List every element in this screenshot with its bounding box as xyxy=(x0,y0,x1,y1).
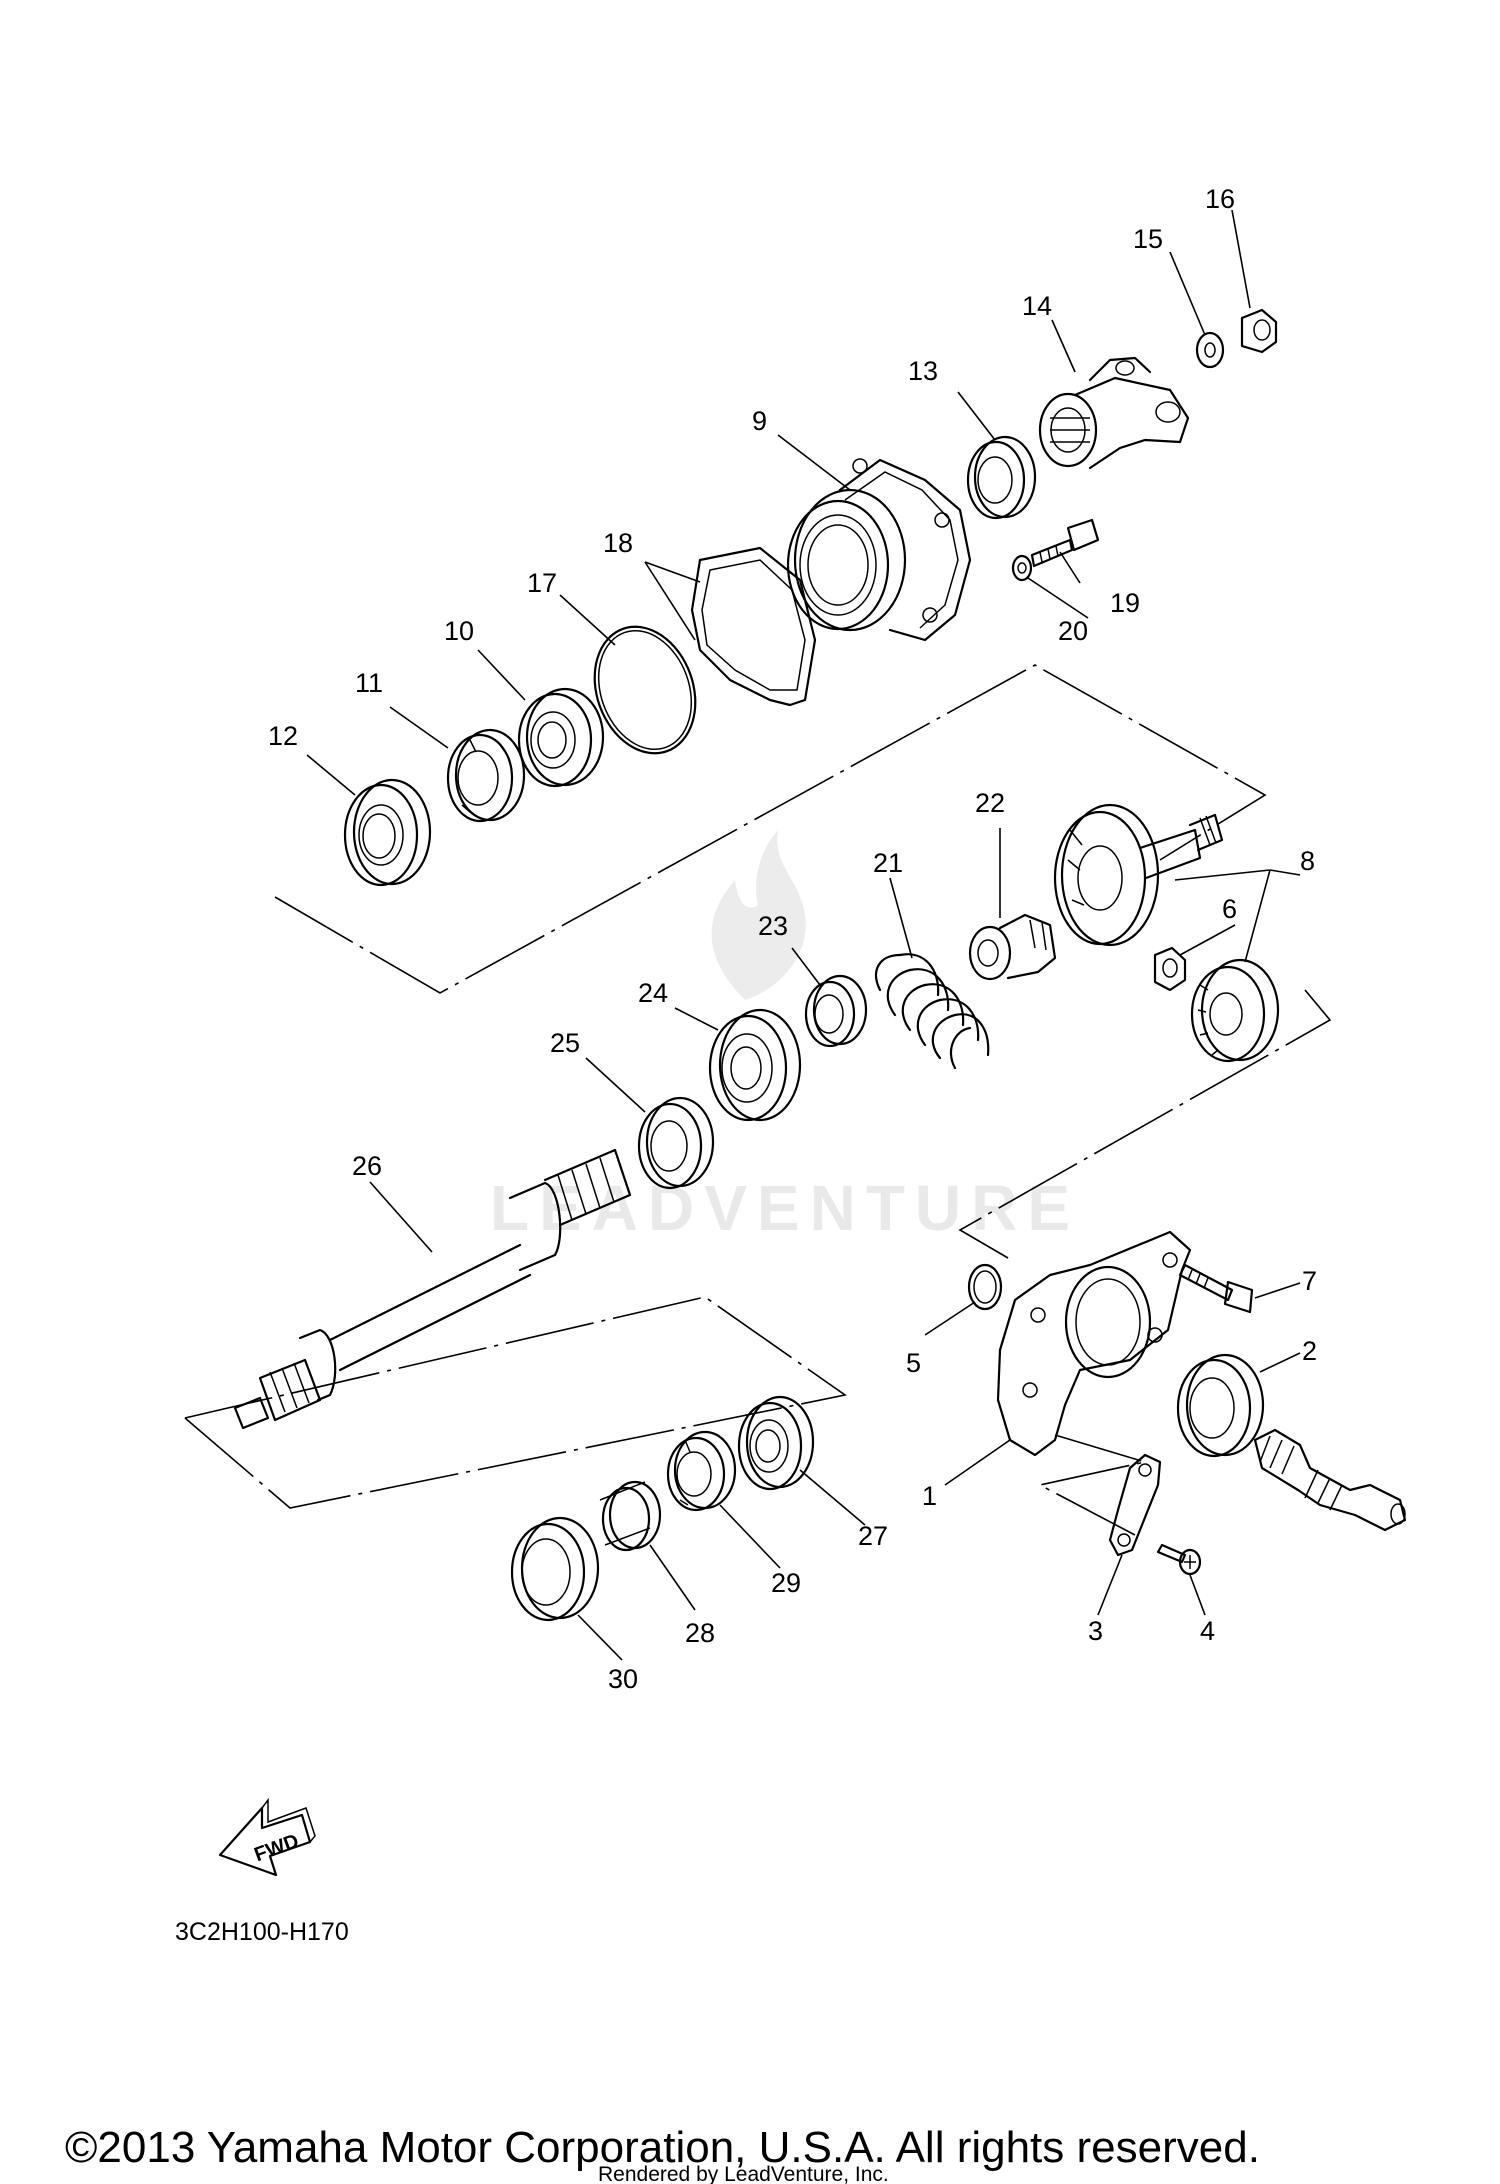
callout-18: 18 xyxy=(603,528,633,558)
diagram-code: 3C2H100-H170 xyxy=(175,1918,349,1946)
part-11-ring-nut xyxy=(446,728,526,823)
callout-17: 17 xyxy=(527,568,557,598)
part-13-oil-seal xyxy=(966,435,1037,520)
callout-5: 5 xyxy=(906,1348,921,1378)
part-3-stopper-plate xyxy=(1108,1453,1162,1557)
part-25-collar xyxy=(637,1096,715,1190)
callout-24: 24 xyxy=(638,978,668,1008)
callout-9: 9 xyxy=(752,406,767,436)
part-15-washer xyxy=(1195,331,1225,369)
part-18-gasket xyxy=(690,546,817,707)
callout-14: 14 xyxy=(1022,291,1052,321)
part-24-bearing xyxy=(708,1008,802,1122)
part-30-oil-seal xyxy=(510,1516,600,1622)
callout-1: 1 xyxy=(922,1481,937,1511)
part-6-nut xyxy=(1153,946,1187,992)
part-9-bearing-housing xyxy=(786,458,972,642)
middle-group-bracket xyxy=(958,989,1332,1259)
part-21-spring xyxy=(874,953,990,1070)
fwd-arrow-icon: FWD xyxy=(218,1797,316,1877)
part-26-middle-drive-shaft xyxy=(233,1148,632,1430)
watermark: LEADVENTURE xyxy=(490,830,1080,1244)
part-1-bearing-cover xyxy=(996,1230,1192,1457)
callout-25: 25 xyxy=(550,1028,580,1058)
callout-16: 16 xyxy=(1205,184,1235,214)
part-19-bolt xyxy=(1030,518,1100,568)
part-28-collar xyxy=(599,1480,662,1552)
part-5-o-ring xyxy=(967,1263,1003,1311)
callout-19: 19 xyxy=(1110,588,1140,618)
callout-28: 28 xyxy=(685,1618,715,1648)
callout-26: 26 xyxy=(352,1151,382,1181)
part-16-nut xyxy=(1240,308,1278,354)
part-20-washer xyxy=(1011,554,1033,582)
callout-23: 23 xyxy=(758,911,788,941)
part-14-universal-joint-yoke xyxy=(1038,356,1190,470)
part-pinion-shaft xyxy=(1253,1428,1407,1532)
cover-bracket xyxy=(1037,1434,1149,1536)
part-4-screw xyxy=(1156,1543,1202,1576)
upper-group-bracket xyxy=(274,664,1267,994)
callout-13: 13 xyxy=(908,356,938,386)
callout-20: 20 xyxy=(1058,616,1088,646)
callout-21: 21 xyxy=(873,848,903,878)
callout-29: 29 xyxy=(771,1568,801,1598)
watermark-text: LEADVENTURE xyxy=(490,1172,1080,1244)
callout-3: 3 xyxy=(1088,1616,1103,1646)
part-10-bearing xyxy=(517,687,605,788)
part-17-o-ring xyxy=(593,625,697,755)
rendered-by-notice: Rendered by LeadVenture, Inc. xyxy=(598,2163,889,2184)
part-27-bearing xyxy=(737,1395,815,1491)
callout-7: 7 xyxy=(1302,1266,1317,1296)
part-2-bearing xyxy=(1176,1353,1265,1458)
group-brackets xyxy=(184,664,1332,1536)
callout-4: 4 xyxy=(1200,1616,1215,1646)
callout-11: 11 xyxy=(355,668,383,698)
lower-group-bracket xyxy=(184,1296,847,1509)
callout-6: 6 xyxy=(1222,894,1237,924)
part-8-drive-gear-assembly xyxy=(1053,803,1224,947)
copyright-notice: ©2013 Yamaha Motor Corporation, U.S.A. A… xyxy=(65,2123,1260,2172)
callout-10: 10 xyxy=(444,616,474,646)
leader-lines xyxy=(306,209,1301,1661)
part-7-bolt xyxy=(1178,1263,1254,1314)
callout-15: 15 xyxy=(1133,224,1163,254)
fwd-label: FWD xyxy=(251,1830,301,1866)
part-8-gear xyxy=(1190,958,1280,1063)
callout-22: 22 xyxy=(975,788,1005,818)
callout-8: 8 xyxy=(1300,846,1315,876)
callout-labels: 1 2 3 4 5 6 7 8 9 10 11 12 13 14 15 16 1… xyxy=(268,184,1317,1694)
callout-30: 30 xyxy=(608,1664,638,1694)
callout-12: 12 xyxy=(268,721,298,751)
callout-2: 2 xyxy=(1302,1336,1317,1366)
callout-27: 27 xyxy=(858,1521,888,1551)
part-22-cam xyxy=(968,913,1057,981)
part-23-collar xyxy=(804,974,868,1048)
part-29-ring-nut xyxy=(666,1430,737,1512)
part-12-oil-seal xyxy=(343,778,432,887)
flame-icon xyxy=(711,830,806,1000)
